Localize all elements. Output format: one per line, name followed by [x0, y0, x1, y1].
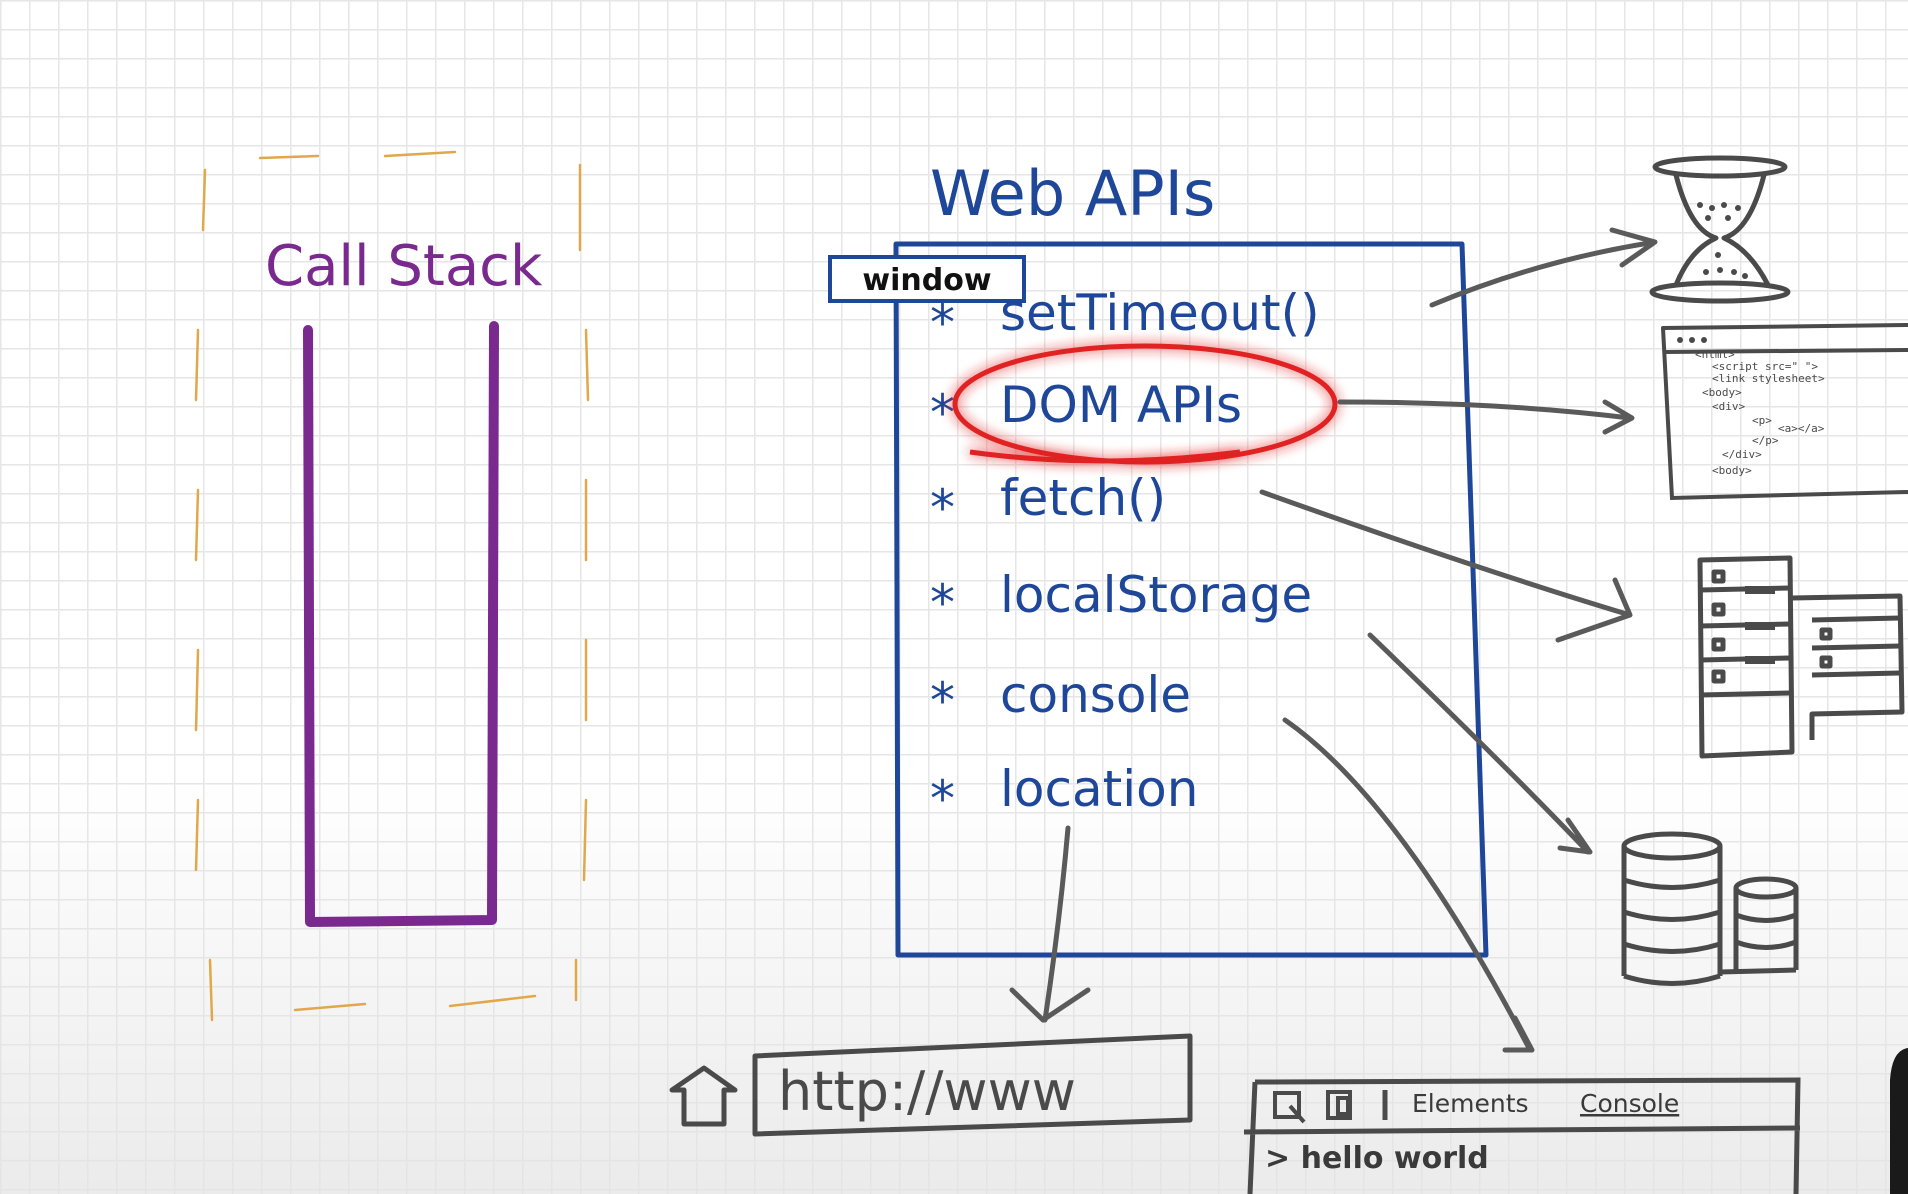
bullet-star: *: [930, 672, 955, 730]
arrow-settimeout-to-hourglass: [1429, 227, 1658, 308]
arrow-dom-to-html-doc: [1337, 399, 1635, 435]
database-icon: [1621, 831, 1799, 986]
bullet-star: *: [930, 384, 955, 442]
tab-console: Console: [1580, 1089, 1679, 1118]
api-item-dom-apis: DOM APIs: [1000, 376, 1242, 434]
web-api-list: * setTimeout() * DOM APIs * fetch() * lo…: [930, 284, 1320, 828]
console-output: > hello world: [1265, 1141, 1489, 1176]
call-stack-container: [303, 321, 499, 927]
home-icon: [669, 1065, 738, 1127]
bullet-star: *: [930, 294, 955, 352]
tab-elements: Elements: [1412, 1089, 1529, 1118]
html-line: <script src=" ">: [1712, 360, 1818, 373]
html-line: <body>: [1712, 464, 1752, 477]
call-stack-title: Call Stack: [265, 234, 543, 299]
window-tag: window: [828, 255, 1026, 303]
html-line: </p>: [1752, 434, 1779, 447]
html-line: <p>: [1752, 414, 1772, 427]
api-item-localstorage: localStorage: [1000, 566, 1312, 624]
api-item-settimeout: setTimeout(): [1000, 284, 1320, 342]
server-rack-icon: [1697, 555, 1905, 759]
html-document-icon: <html> <script src=" "> <link stylesheet…: [1661, 323, 1908, 501]
device-toggle-icon: [1326, 1090, 1352, 1120]
web-apis-title: Web APIs: [930, 157, 1215, 230]
connector-arrows: [1009, 227, 1658, 1053]
window-tag-label: window: [862, 263, 991, 298]
call-stack-frame: [194, 150, 590, 1022]
bullet-star: *: [930, 479, 955, 537]
arrow-console-to-devtools: [1282, 717, 1535, 1053]
arrow-fetch-to-server: [1259, 489, 1633, 643]
api-item-console: console: [1000, 666, 1191, 724]
html-line: <body>: [1702, 386, 1742, 399]
dom-apis-highlight: [952, 343, 1338, 465]
bullet-star: *: [930, 770, 955, 828]
inspect-icon: [1273, 1091, 1306, 1124]
web-apis-box: [893, 241, 1489, 958]
html-line: <div>: [1712, 400, 1745, 413]
api-item-location: location: [1000, 760, 1198, 818]
arrow-location-to-url-bar: [1009, 825, 1091, 1023]
html-line: <link stylesheet>: [1712, 372, 1825, 385]
url-text: http://www: [778, 1060, 1076, 1123]
api-item-fetch: fetch(): [1000, 469, 1166, 527]
arrow-localstorage-to-database: [1367, 632, 1593, 855]
url-bar: http://www: [752, 1033, 1193, 1137]
presenter-silhouette: [1890, 1048, 1908, 1194]
html-line: <html>: [1695, 348, 1735, 361]
bullet-star: *: [930, 574, 955, 632]
hourglass-icon: [1649, 155, 1791, 304]
html-line: <a></a>: [1778, 422, 1825, 435]
html-line: </div>: [1722, 448, 1762, 461]
devtools-panel: Elements Console > hello world: [1243, 1077, 1801, 1194]
